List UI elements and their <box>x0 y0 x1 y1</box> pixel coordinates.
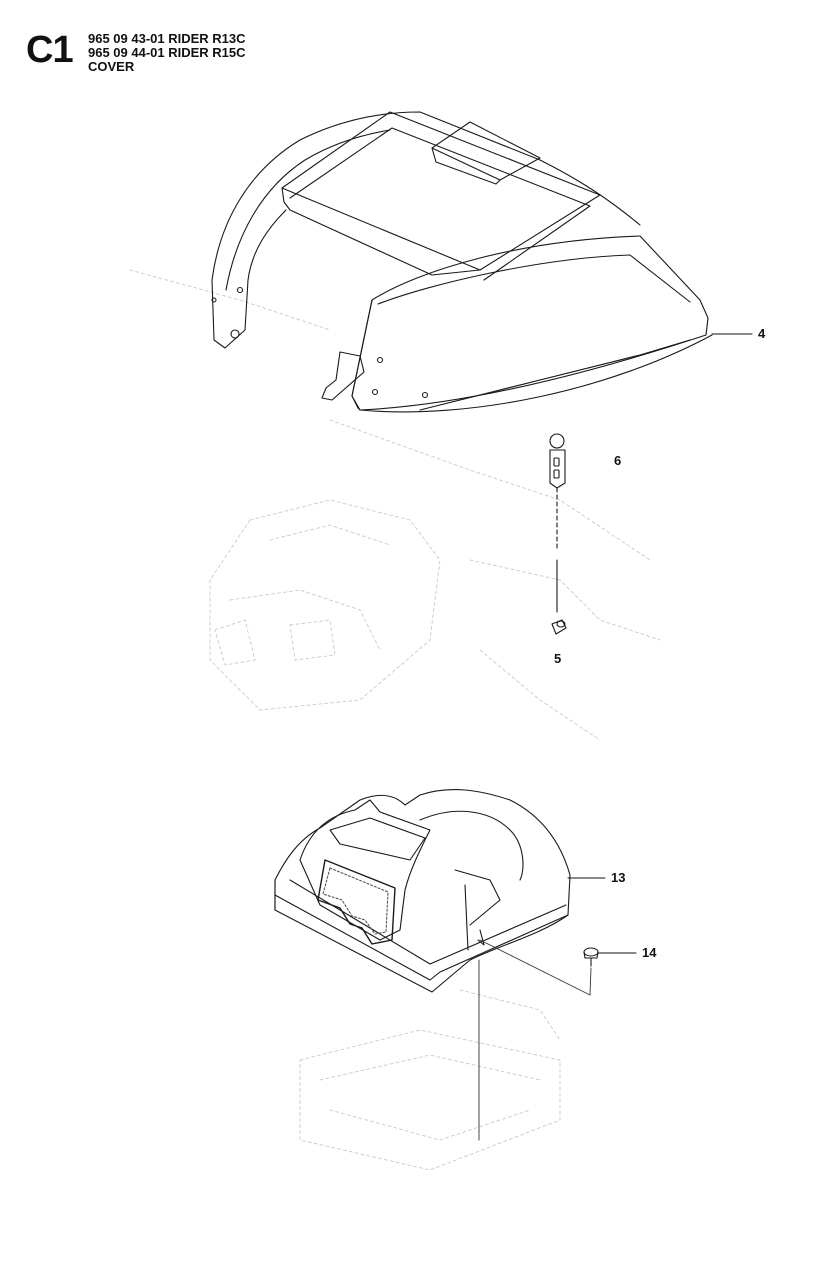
ghost-chassis-drawing <box>129 269 661 1171</box>
callout-13: 13 <box>611 870 626 885</box>
header-lines: 965 09 43-01 RIDER R13C 965 09 44-01 RID… <box>88 32 246 74</box>
assembly-lines <box>478 939 592 1141</box>
section-code: C1 <box>26 29 74 71</box>
part-5-plug <box>551 619 567 635</box>
section-title: COVER <box>88 59 135 74</box>
part-6-stay-strap <box>549 433 566 613</box>
callout-5: 5 <box>554 651 562 666</box>
part-14-screw <box>583 947 599 967</box>
callout-4: 4 <box>758 326 766 341</box>
leader-lines <box>567 333 753 954</box>
model-line-r15c: 965 09 44-01 RIDER R15C <box>88 45 246 60</box>
callout-6: 6 <box>614 453 622 468</box>
part-4-upper-cover <box>211 111 713 413</box>
callout-14: 14 <box>642 945 657 960</box>
model-line-r13c: 965 09 43-01 RIDER R13C <box>88 31 246 46</box>
part-13-lower-cover <box>274 789 571 993</box>
